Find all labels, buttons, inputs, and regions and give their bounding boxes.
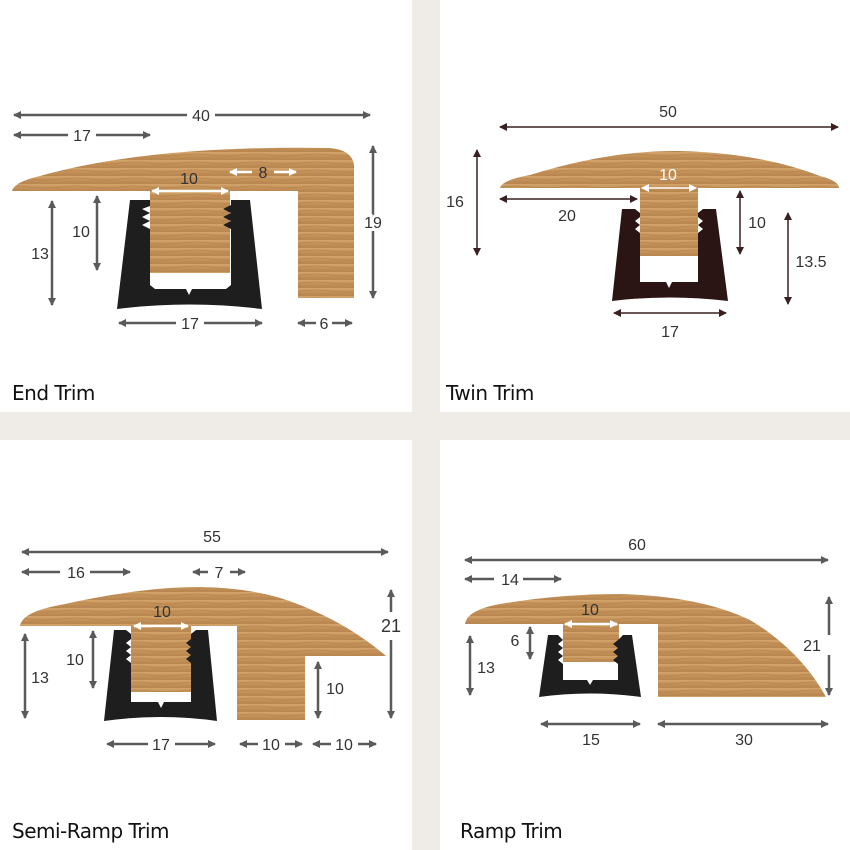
dim-track-height: 13 [31, 670, 49, 687]
dimension-arrows [473, 123, 839, 317]
dim-gap-width: 8 [259, 165, 268, 182]
dim-height-total: 19 [364, 215, 382, 232]
track-insert [612, 209, 728, 301]
dim-track-width: 15 [582, 732, 600, 749]
end-trim-diagram: 40 17 10 8 13 10 19 17 6 [12, 108, 385, 333]
caption-ramp-trim: Ramp Trim [460, 819, 563, 843]
dim-track-width: 17 [661, 324, 679, 341]
panel-twin-trim: 50 16 10 20 10 13.5 17 Twin Trim [440, 0, 850, 412]
track-insert [117, 200, 262, 309]
wood-profile [12, 147, 354, 298]
dimension-arrows [464, 556, 833, 728]
dim-overall-width: 60 [628, 537, 646, 554]
dim-leg-width: 6 [320, 316, 329, 333]
dim-height-total: 21 [803, 638, 821, 655]
dim-overall-width: 40 [192, 108, 210, 125]
dimension-arrows [13, 111, 377, 327]
dim-offset: 20 [558, 208, 576, 225]
dim-overall-width: 50 [659, 104, 677, 121]
dim-step-width: 10 [335, 737, 353, 754]
dim-track-height: 13 [477, 660, 495, 677]
dim-insert-width: 10 [153, 604, 171, 621]
track-insert [539, 635, 641, 697]
dim-track-width: 17 [152, 737, 170, 754]
white-dimension-arrows [151, 168, 297, 195]
dim-insert-depth: 10 [66, 652, 84, 669]
dim-gap-width: 7 [215, 565, 224, 582]
dim-insert-depth: 10 [72, 224, 90, 241]
dim-overall-width: 55 [203, 529, 221, 546]
caption-twin-trim: Twin Trim [446, 381, 534, 405]
dim-track-height: 13.5 [795, 254, 826, 271]
dim-insert-width: 10 [180, 171, 198, 188]
dimension-arrows [21, 548, 395, 748]
panel-semi-ramp-trim: 55 16 7 10 21 13 10 10 17 10 10 Semi-Ram… [0, 440, 412, 850]
dim-insert-depth: 6 [511, 633, 520, 650]
dim-step-height: 10 [326, 681, 344, 698]
dim-insert-width: 10 [581, 602, 599, 619]
caption-semi-ramp-trim: Semi-Ramp Trim [12, 819, 170, 843]
wood-profile [500, 150, 839, 256]
panel-end-trim: 40 17 10 8 13 10 19 17 6 End Trim [0, 0, 412, 412]
dim-track-width: 17 [181, 316, 199, 333]
track-insert [104, 630, 217, 721]
dim-height-total: 16 [446, 194, 464, 211]
dim-leg-width: 10 [262, 737, 280, 754]
ramp-trim-diagram: 60 14 10 6 13 21 15 30 [464, 537, 833, 749]
wood-profile [20, 587, 386, 720]
wood-profile [465, 594, 826, 697]
dim-track-height: 13 [31, 246, 49, 263]
dim-nose-width: 16 [67, 565, 85, 582]
dim-insert-width: 10 [659, 167, 677, 184]
panel-ramp-trim: 60 14 10 6 13 21 15 30 Ramp Trim [440, 440, 850, 850]
dim-insert-depth: 10 [748, 215, 766, 232]
twin-trim-diagram: 50 16 10 20 10 13.5 17 [446, 104, 839, 341]
semi-ramp-trim-diagram: 55 16 7 10 21 13 10 10 17 10 10 [20, 529, 401, 754]
dim-ramp-width: 30 [735, 732, 753, 749]
dim-nose-width: 14 [501, 572, 519, 589]
dim-nose-width: 17 [73, 128, 91, 145]
caption-end-trim: End Trim [12, 381, 95, 405]
dim-height-total: 21 [381, 616, 401, 636]
